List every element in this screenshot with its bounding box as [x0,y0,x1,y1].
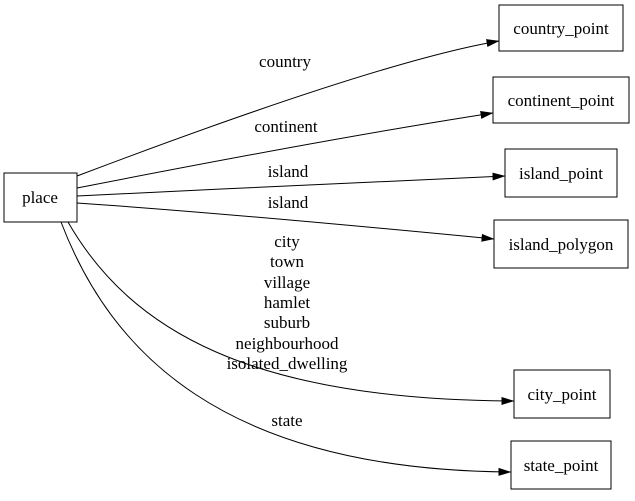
edge-label-city-line6: neighbourhood [236,334,339,353]
node-island-polygon: island_polygon [493,219,629,269]
edge-path-island-polygon [76,202,495,242]
edge-place-city-point: city town village hamlet suburb neighbou… [67,221,515,405]
edge-place-island-polygon: island [76,193,495,242]
edge-label-city-line1: city [274,232,300,251]
node-label-state-point: state_point [524,456,599,475]
node-label-place: place [22,188,58,207]
node-label-island-point: island_point [519,164,603,183]
edge-label-city-line5: suburb [264,313,310,332]
edge-label-city-line7: isolated_dwelling [227,354,348,373]
node-place: place [3,172,78,223]
edge-place-continent-point: continent [76,110,494,189]
edge-place-state-point: state [60,221,512,476]
node-box-country-point [498,4,624,52]
node-box-city-point [513,369,611,419]
node-label-country-point: country_point [513,19,609,38]
node-state-point: state_point [510,440,612,490]
node-box-place [3,172,78,223]
edge-path-country [76,39,500,177]
edge-path-state [60,221,512,476]
edge-place-country-point: country [76,39,500,177]
edge-label-island-point: island [268,162,309,181]
node-label-island-polygon: island_polygon [509,235,614,254]
edge-place-island-point: island [76,162,506,197]
edge-path-city [67,221,515,405]
edge-label-island-polygon: island [268,193,309,212]
edge-path-continent [76,110,494,189]
edge-path-island-point [76,172,506,197]
edge-label-continent: continent [254,117,318,136]
edge-label-country: country [259,52,311,71]
node-continent-point: continent_point [492,76,630,124]
node-label-city-point: city_point [528,385,597,404]
edge-label-city-line2: town [270,252,305,271]
node-box-state-point [510,440,612,490]
node-island-point: island_point [504,148,618,198]
node-box-island-point [504,148,618,198]
node-label-continent-point: continent_point [508,91,615,110]
edge-label-city-line4: hamlet [264,293,311,312]
node-box-continent-point [492,76,630,124]
edge-label-state: state [271,411,302,430]
node-city-point: city_point [513,369,611,419]
node-box-island-polygon [493,219,629,269]
edge-label-city-line3: village [264,273,310,292]
node-country-point: country_point [498,4,624,52]
